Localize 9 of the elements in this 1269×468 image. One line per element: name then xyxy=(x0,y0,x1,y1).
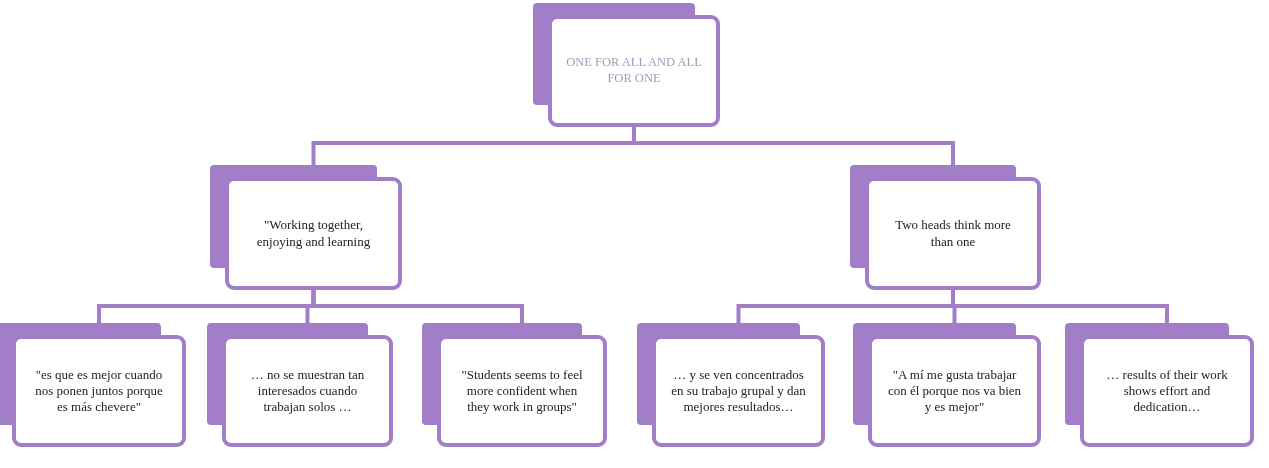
quote-text: "Students seems to feel more confident when they work in groups" xyxy=(460,366,584,416)
quote-text: "Working together, enjoying and learning xyxy=(255,217,372,250)
quote-text: "es que es mejor cuando nos ponen juntos porque es más chevere" xyxy=(34,366,164,416)
quote-text: … y se ven concentrados en su trabajo grupal y dan mejores resultados… xyxy=(670,366,807,416)
quote-text: … results of their work shows effort and dedication… xyxy=(1105,366,1229,416)
title-text: ONE FOR ALL AND ALL FOR ONE xyxy=(566,55,702,87)
quote-text: … no se muestran tan interesados cuando trabajan solos … xyxy=(249,366,366,416)
quote-text: "A mí me gusta trabajar con él porque nos va bien y es mejor" xyxy=(886,366,1023,416)
quote-text: Two heads think more than one xyxy=(894,217,1012,250)
